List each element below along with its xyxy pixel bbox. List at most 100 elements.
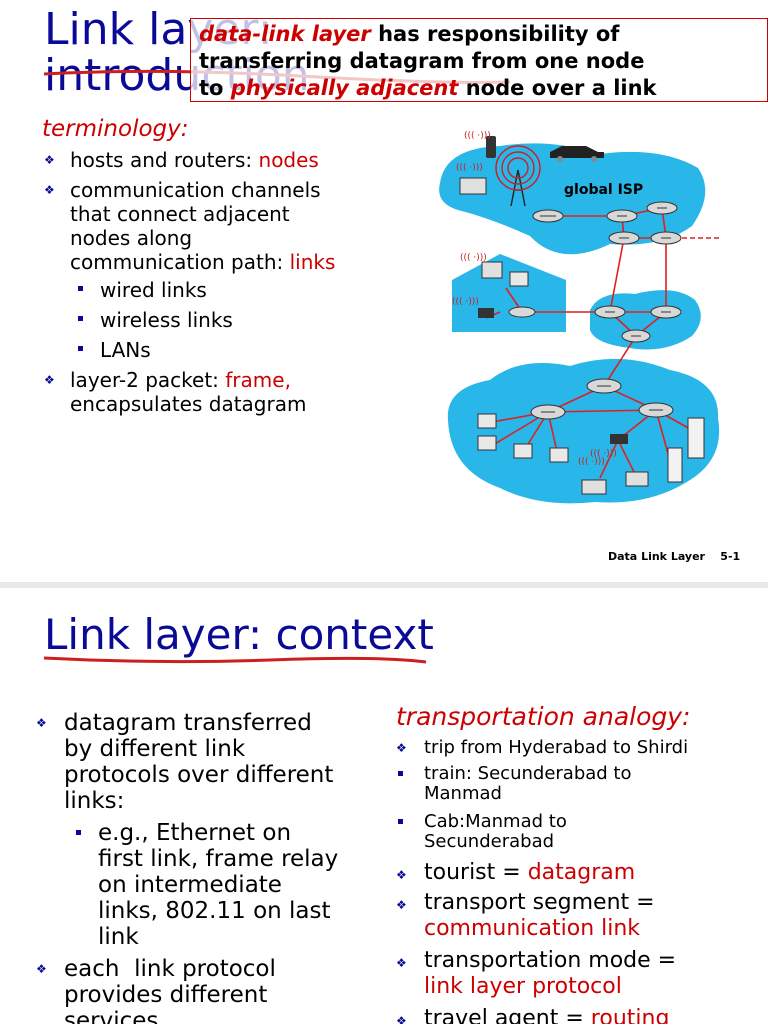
svg-text:((( ·))): ((( ·))) <box>456 163 483 173</box>
global-isp-label: global ISP <box>564 182 643 198</box>
list-item: ❖ tourist = datagram <box>396 860 688 886</box>
square-bullet-icon <box>78 346 83 351</box>
bullet-emph: nodes <box>258 148 319 172</box>
sub-bullet-text: link <box>98 924 139 950</box>
sub-bullet-text: on intermediate <box>98 872 282 898</box>
definition-text-3b: node over a link <box>458 76 657 100</box>
diamond-bullet-icon: ❖ <box>44 153 55 167</box>
svg-text:((( ·))): ((( ·))) <box>452 297 479 307</box>
square-bullet-icon <box>398 819 403 824</box>
bullet-text: tourist = <box>424 860 528 885</box>
bullet-text: that connect adjacent <box>70 202 290 226</box>
square-bullet-icon <box>76 830 81 835</box>
bullet-emph: communication link <box>424 916 641 941</box>
bullet-text: train: Secunderabad to <box>424 763 632 784</box>
definition-text-1: has responsibility of <box>370 22 620 46</box>
square-bullet-icon <box>398 771 403 776</box>
list-item: ❖ transport segment = communication link <box>396 890 688 942</box>
svg-text:((( ·))): ((( ·))) <box>590 449 617 459</box>
laptop-icon <box>581 479 607 495</box>
server-icon <box>687 417 705 459</box>
diamond-bullet-icon: ❖ <box>396 956 407 970</box>
sub-bullet-text: first link, frame relay <box>98 846 339 872</box>
desktop-icon <box>477 413 497 429</box>
diamond-bullet-icon: ❖ <box>396 868 407 882</box>
bullet-text: links: <box>64 788 125 814</box>
square-bullet-icon <box>78 316 83 321</box>
list-item: ❖ transportation mode = link layer proto… <box>396 948 688 1000</box>
bullet-text: layer-2 packet: <box>70 368 226 392</box>
diamond-bullet-icon: ❖ <box>396 898 407 912</box>
bullet-text: nodes along <box>70 226 193 250</box>
svg-text:((( ·))): ((( ·))) <box>464 131 491 141</box>
diamond-bullet-icon: ❖ <box>44 183 55 197</box>
diamond-bullet-icon: ❖ <box>396 1014 407 1024</box>
bullet-emph: links <box>289 250 336 274</box>
bullet-text: Cab:Manmad to <box>424 811 567 832</box>
cell-tower-icon <box>495 145 541 207</box>
definition-text-3a: to <box>199 76 231 100</box>
global-isp-cloud <box>439 143 706 255</box>
slide-link-layer-introduction: Link layer: introduction data-link layer… <box>42 8 768 563</box>
svg-text:((( ·))): ((( ·))) <box>460 253 487 263</box>
sub-bullet-text: links, 802.11 on last <box>98 898 331 924</box>
terminology-heading: terminology: <box>42 116 189 142</box>
bullet-text: transportation mode = <box>424 948 677 973</box>
car-icon <box>550 146 604 162</box>
list-item: wireless links <box>44 308 335 332</box>
list-item: train: Secunderabad to Manmad <box>396 764 688 804</box>
desktop-icons <box>477 271 569 463</box>
list-item: ❖ communication channels that connect ad… <box>44 178 335 274</box>
slide-divider <box>0 582 768 588</box>
bullet-text: travel agent = <box>424 1006 591 1024</box>
enterprise-network-cloud <box>447 358 720 504</box>
analogy-list: ❖ trip from Hyderabad to Shirdi train: S… <box>396 738 688 1024</box>
diamond-bullet-icon: ❖ <box>36 962 47 976</box>
slide-link-layer-context: Link layer: context ❖ datagram transferr… <box>0 590 768 1024</box>
bullet-text: trip from Hyderabad to Shirdi <box>424 737 689 758</box>
network-diagram: global ISP <box>439 131 720 504</box>
wireless-signal-icons: ((( ·))) ((( ·))) ((( ·))) ((( ·))) ((( … <box>452 131 617 467</box>
context-left-list: ❖ datagram transferred by different link… <box>36 710 338 1024</box>
desktop-icon <box>549 447 569 463</box>
slide2-title: Link layer: context <box>44 610 434 659</box>
bullet-emph: frame, <box>225 368 291 392</box>
slide1-footer: Data Link Layer 5-1 <box>608 550 741 563</box>
bullet-text: services <box>64 1008 159 1024</box>
modem-icon <box>478 308 494 318</box>
transportation-analogy-heading: transportation analogy: <box>396 702 691 731</box>
list-item: ❖ layer-2 packet: frame, encapsulates da… <box>44 368 335 416</box>
regional-network-cloud <box>590 290 701 350</box>
red-underline-stroke <box>43 656 427 664</box>
list-item: e.g., Ethernet on first link, frame rela… <box>36 820 338 950</box>
bullet-text: Secunderabad <box>424 831 555 852</box>
list-item: ❖ datagram transferred by different link… <box>36 710 338 814</box>
bullet-text: Manmad <box>424 783 502 804</box>
bullet-text: datagram transferred <box>64 710 312 736</box>
bullet-text: by different link <box>64 736 246 762</box>
diamond-bullet-icon: ❖ <box>36 716 47 730</box>
server-icons <box>667 417 705 483</box>
access-point-icon <box>610 434 628 444</box>
svg-text:((( ·))): ((( ·))) <box>578 457 605 467</box>
definition-text-2: transferring datagram from one node <box>199 49 645 73</box>
bullet-text: transport segment = <box>424 890 655 915</box>
list-item: wired links <box>44 278 335 302</box>
bullet-text: communication path: <box>70 250 290 274</box>
bullet-text: hosts and routers: <box>70 148 259 172</box>
desktop-icon <box>477 435 497 451</box>
bullet-text: provides different <box>64 982 268 1008</box>
bullet-text: protocols over different <box>64 762 334 788</box>
bullet-text: each link protocol <box>64 956 276 982</box>
desktop-icon <box>509 271 529 287</box>
bullet-text: encapsulates datagram <box>70 392 307 416</box>
definition-text: data-link layer has responsibility of tr… <box>199 21 657 102</box>
laptop-icons <box>459 177 649 495</box>
laptop-icon <box>481 261 503 279</box>
bullet-emph: routing <box>590 1006 670 1024</box>
square-bullet-icon <box>78 286 83 291</box>
laptop-icon <box>459 177 487 195</box>
desktop-icon <box>513 443 533 459</box>
sub-bullet-text: e.g., Ethernet on <box>98 820 292 846</box>
sub-bullet-text: LANs <box>100 338 151 362</box>
